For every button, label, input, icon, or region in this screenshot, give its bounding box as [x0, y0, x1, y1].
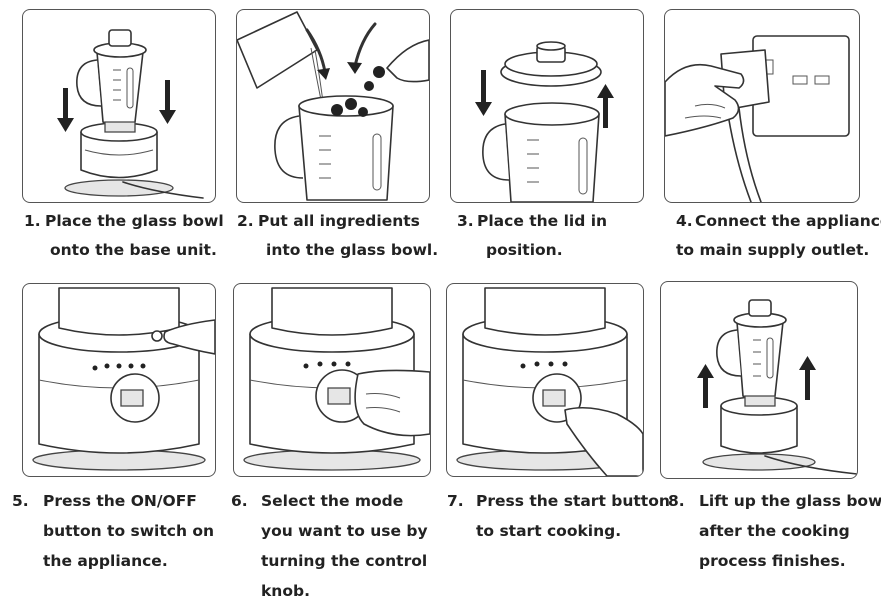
step-text: Put all ingredients	[258, 212, 420, 230]
step-text: turning the control	[261, 552, 428, 570]
start-button-illustration	[447, 284, 643, 476]
step-text: process finishes.	[699, 552, 846, 570]
step-4-illustration	[664, 9, 860, 203]
step-text: to main supply outlet.	[676, 241, 870, 259]
step-5-illustration	[22, 283, 216, 477]
step-number: 8.	[668, 492, 685, 510]
step-text: Connect the appliance	[695, 212, 881, 230]
step-text: the appliance.	[43, 552, 168, 570]
step-8-illustration	[660, 281, 858, 479]
step-text: Place the lid in	[477, 212, 608, 230]
step-2-illustration	[236, 9, 430, 203]
step-text: Lift up the glass bowl	[699, 492, 881, 510]
step-text: onto the base unit.	[50, 241, 217, 259]
step-number: 7.	[447, 492, 464, 510]
step-number: 5.	[12, 492, 29, 510]
step-3-illustration	[450, 9, 644, 203]
step-text: position.	[486, 241, 563, 259]
step-1-illustration	[22, 9, 216, 203]
pouring-illustration	[237, 10, 429, 202]
step-number: 3.	[457, 212, 474, 230]
step-number: 1.	[24, 212, 41, 230]
step-7-illustration	[446, 283, 644, 477]
step-6-illustration	[233, 283, 431, 477]
lid-illustration	[475, 10, 614, 202]
blender-illustration	[57, 10, 215, 202]
step-text: Press the start button	[476, 492, 670, 510]
step-text: Place the glass bowl	[45, 212, 224, 230]
control-knob-illustration	[234, 284, 430, 476]
step-text: into the glass bowl.	[266, 241, 439, 259]
step-number: 4.	[676, 212, 693, 230]
step-text: Select the mode	[261, 492, 404, 510]
step-number: 6.	[231, 492, 248, 510]
step-text: to start cooking.	[476, 522, 622, 540]
step-text: you want to use by	[261, 522, 428, 540]
step-text: after the cooking	[699, 522, 850, 540]
step-number: 2.	[237, 212, 254, 230]
base-unit-illustration	[23, 284, 215, 476]
step-text: knob.	[261, 582, 310, 600]
step-text: button to switch on	[43, 522, 215, 540]
plug-illustration	[665, 10, 859, 202]
step-text: Press the ON/OFF	[43, 492, 197, 510]
lift-bowl-illustration	[697, 282, 857, 478]
